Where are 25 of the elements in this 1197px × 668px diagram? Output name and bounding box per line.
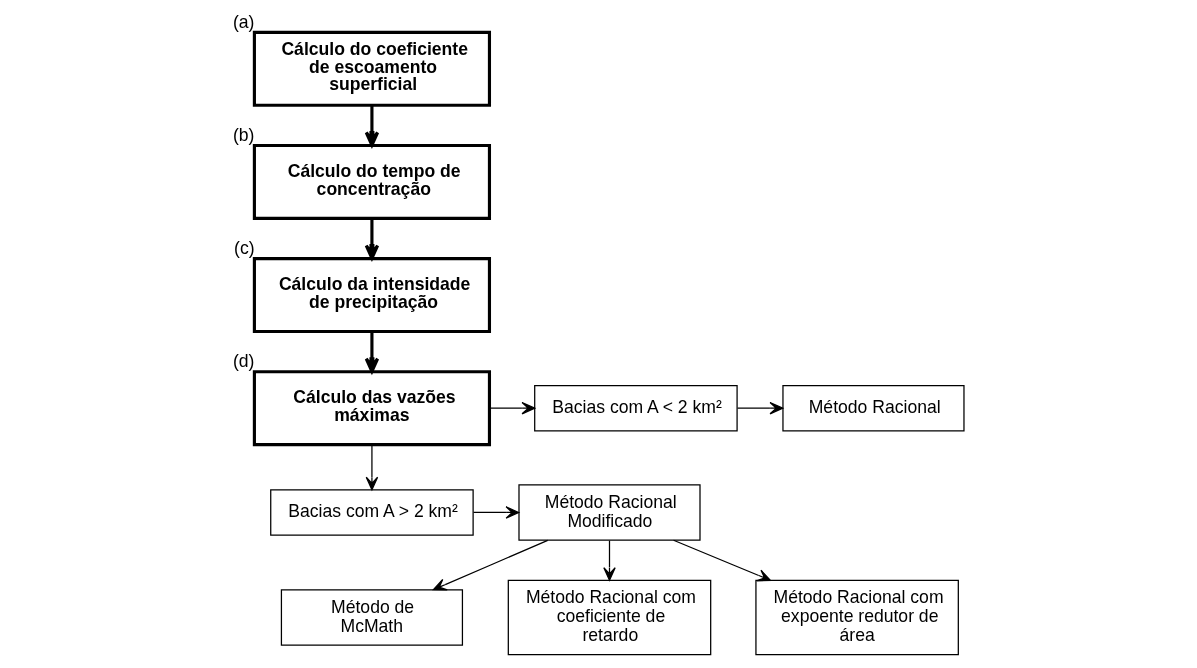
arrow (364, 331, 380, 373)
arrow (472, 506, 520, 519)
arrow (603, 540, 616, 581)
node-box: Método de McMath (280, 589, 464, 646)
node-label: (d) (232, 350, 255, 371)
node-box: Cálculo do coeficiente de escoamento superficial (252, 30, 492, 107)
arrow (672, 539, 772, 582)
node-box: Cálculo das vazões máximas (252, 370, 492, 447)
arrow (364, 218, 380, 260)
node-box: Método Racional com coeficiente de retardo (507, 579, 712, 656)
node-label: (a) (232, 11, 255, 32)
node-box: Bacias com A < 2 km² (534, 384, 738, 432)
arrow (488, 401, 536, 415)
arrow (432, 539, 549, 591)
node-box: Cálculo da intensidade de precipitação (252, 257, 492, 334)
node-box: Cálculo do tempo de concentração (252, 143, 492, 220)
node-label: (b) (232, 124, 255, 145)
arrow (364, 105, 380, 147)
node-box: Método Racional Modificado (518, 484, 701, 541)
node-label: (c) (234, 237, 255, 258)
arrow (365, 444, 379, 491)
node-box: Método Racional com expoente redutor de área (755, 579, 959, 656)
arrow (736, 401, 784, 415)
node-box: Bacias com A > 2 km² (270, 489, 474, 536)
node-box: Método Racional (782, 384, 965, 432)
